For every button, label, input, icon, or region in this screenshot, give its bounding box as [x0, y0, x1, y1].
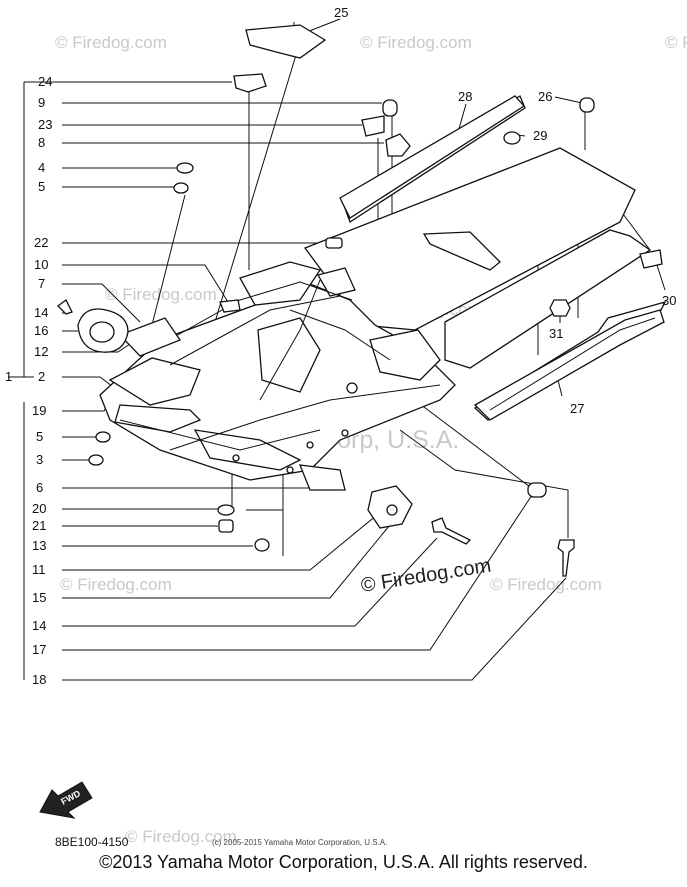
footer-copyright: ©2013 Yamaha Motor Corporation, U.S.A. A…	[99, 852, 588, 872]
callout-3: 3	[36, 452, 43, 467]
callout-2: 2	[38, 369, 45, 384]
callout-4: 4	[38, 160, 45, 175]
callout-labels: 24 9 23 8 4 5 22 10 7 14 16 12 1 2 19 5 …	[5, 5, 676, 687]
part-20-washer	[217, 504, 235, 516]
callout-13: 13	[32, 538, 46, 553]
callout-21: 21	[32, 518, 46, 533]
part-14-bolt	[57, 299, 73, 315]
part-16-inner	[89, 321, 115, 343]
callout-16: 16	[34, 323, 48, 338]
part-18-rivet	[557, 539, 575, 577]
watermark: © Firedog.com	[490, 575, 602, 594]
callout-18: 18	[32, 672, 46, 687]
part-13-grommet	[254, 538, 270, 552]
part-22-damper	[325, 237, 343, 249]
callout-15: 15	[32, 590, 46, 605]
callout-bracket	[8, 82, 34, 680]
callout-6: 6	[36, 480, 43, 495]
callout-7: 7	[38, 276, 45, 291]
callout-25: 25	[334, 5, 348, 20]
callout-12: 12	[34, 344, 48, 359]
part-27-rail	[473, 309, 665, 421]
part-5b-damper	[95, 431, 111, 443]
watermark-prominent: © Firedog.com	[359, 555, 492, 597]
watermark: © Firedog.com	[665, 33, 687, 52]
callout-27: 27	[570, 401, 584, 416]
part-5-damper	[173, 182, 189, 194]
parts	[57, 24, 665, 577]
part-30-pad	[639, 249, 663, 269]
callout-10: 10	[34, 257, 48, 272]
part-23-pad	[361, 115, 385, 137]
callout-29: 29	[533, 128, 547, 143]
part-26-cap	[579, 97, 595, 113]
part-28-strip	[339, 95, 525, 219]
callout-11: 11	[32, 562, 46, 577]
part-14b-bolt	[431, 517, 472, 545]
part-9-grommet	[382, 99, 398, 117]
callout-8: 8	[38, 135, 45, 150]
part-21-nut	[218, 519, 234, 533]
callout-30: 30	[662, 293, 676, 308]
callout-1: 1	[5, 369, 12, 384]
callout-14: 14	[34, 305, 48, 320]
watermark: © Firedog.com	[105, 285, 217, 304]
callout-19: 19	[32, 403, 46, 418]
watermark: © Firedog.com	[55, 33, 167, 52]
fwd-arrow: FWD	[39, 781, 93, 819]
watermark: © Firedog.com	[125, 827, 237, 846]
part-24-pad	[233, 73, 267, 93]
callout-5: 5	[38, 179, 45, 194]
diagram-code: 8BE100-4150	[55, 835, 129, 849]
watermark: © Firedog.com	[360, 33, 472, 52]
part-31-nut	[549, 299, 571, 317]
part-12-bracket	[118, 317, 181, 357]
watermark: © Firedog.com	[60, 575, 172, 594]
callout-20: 20	[32, 501, 46, 516]
callout-24: 24	[38, 74, 52, 89]
part-25-pad	[245, 24, 327, 59]
part-10-pad	[219, 299, 241, 313]
callout-5b: 5	[36, 429, 43, 444]
part-8-bracket	[385, 133, 411, 157]
callout-9: 9	[38, 95, 45, 110]
callout-31: 31	[549, 326, 563, 341]
part-3-damper	[88, 454, 104, 466]
fwd-arrow-icon	[39, 781, 93, 819]
callout-17: 17	[32, 642, 46, 657]
callout-26: 26	[538, 89, 552, 104]
part-4-damper	[176, 162, 194, 174]
callout-22: 22	[34, 235, 48, 250]
part-29-ring	[503, 131, 521, 145]
callout-14b: 14	[32, 618, 46, 633]
callout-23: 23	[38, 117, 52, 132]
small-copyright: (c) 2005-2015 Yamaha Motor Corporation, …	[212, 838, 387, 847]
part-17-cap	[527, 482, 547, 498]
callout-28: 28	[458, 89, 472, 104]
